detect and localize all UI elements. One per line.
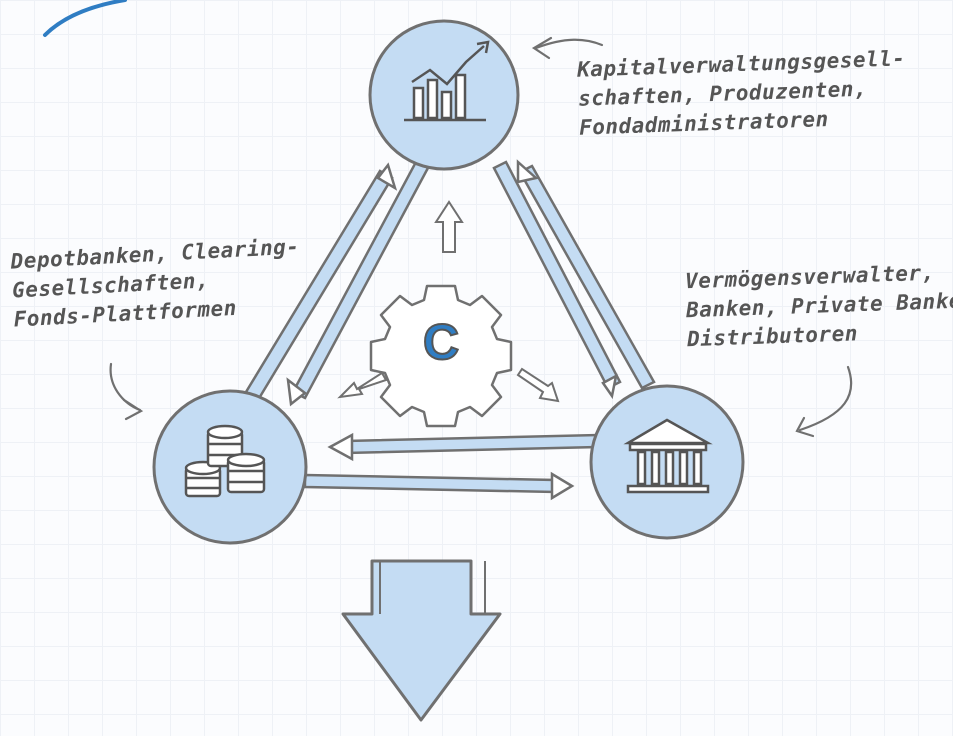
center-logo-letter: C (422, 313, 460, 371)
gear-arrows (337, 200, 560, 403)
node-right (589, 384, 745, 540)
node-left (152, 389, 308, 545)
node-top (368, 19, 520, 171)
decorative-stroke (43, 0, 127, 37)
connector-bottom (303, 432, 600, 501)
bank-building-icon (623, 418, 713, 494)
down-arrow-lines (379, 561, 486, 614)
label-top: Kapitalverwaltungsgesell- schaften, Prod… (577, 44, 908, 142)
label-left: Depotbanken, Clearing- Gesellschaften, F… (10, 232, 303, 334)
label-right: Vermögensverwalter, Banken, Private Bank… (685, 257, 953, 354)
coin-stacks-icon (184, 424, 266, 498)
chart-growth-icon (404, 40, 490, 122)
pointer-arrows (109, 36, 853, 438)
gear-icon (369, 284, 513, 428)
down-arrow (341, 559, 502, 722)
connector-top-right (492, 159, 656, 400)
